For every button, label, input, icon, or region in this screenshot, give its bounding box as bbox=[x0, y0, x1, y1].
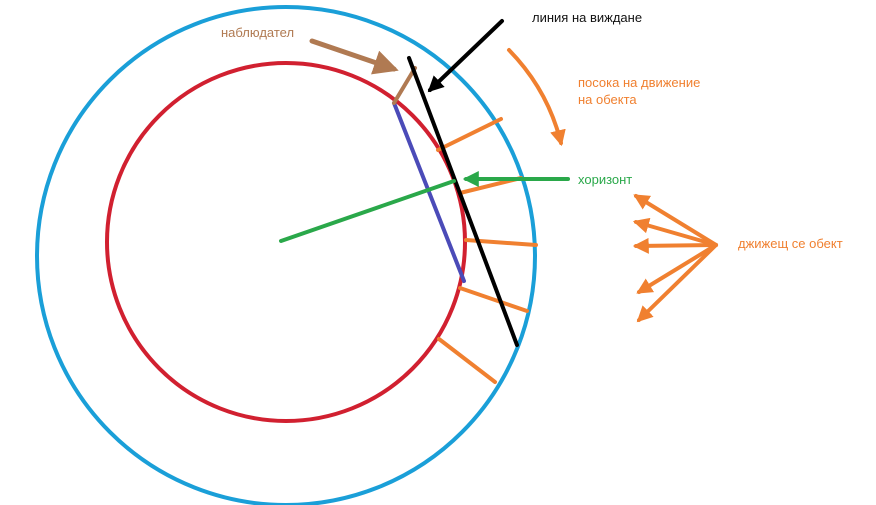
horizon-label: хоризонт bbox=[578, 172, 633, 187]
radiating-arrow bbox=[636, 243, 718, 323]
outer-circle bbox=[35, 5, 537, 505]
movement-direction-line2: на обекта bbox=[578, 92, 637, 107]
radiating-arrow bbox=[632, 217, 718, 247]
connector-line bbox=[436, 117, 503, 152]
connector-line bbox=[458, 286, 529, 313]
movement-direction-line1: посока на движение bbox=[578, 75, 701, 90]
movement-direction-arrow bbox=[507, 48, 566, 147]
visible-chord bbox=[392, 101, 466, 283]
radiating-arrow bbox=[636, 243, 718, 294]
line-of-sight-arrow bbox=[427, 19, 504, 93]
line-of-sight-label: линия на виждане bbox=[532, 10, 643, 25]
observer-arrow bbox=[309, 38, 399, 75]
movement-direction-label: посока на движение на обекта bbox=[578, 74, 700, 108]
moving-object-arrows bbox=[632, 194, 718, 323]
connector-line bbox=[437, 337, 497, 384]
inner-circle bbox=[105, 61, 467, 423]
observer-marker bbox=[392, 66, 417, 105]
moving-object-label: джижещ се обект bbox=[738, 236, 843, 251]
radiating-arrow bbox=[632, 237, 718, 254]
line-of-sight bbox=[407, 56, 519, 347]
observer-label: наблюдател bbox=[221, 25, 295, 40]
radiating-arrow bbox=[633, 194, 718, 247]
horizon-radius bbox=[279, 179, 456, 243]
